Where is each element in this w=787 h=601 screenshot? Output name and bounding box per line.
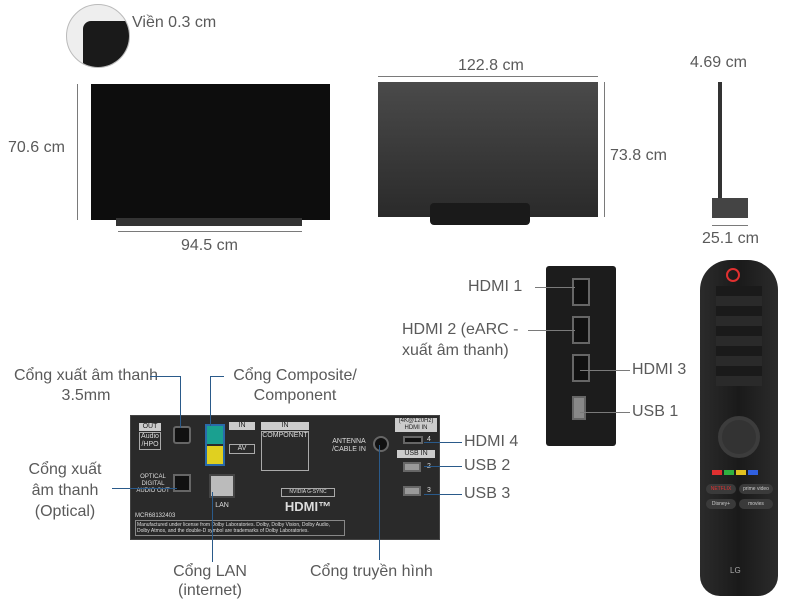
tv-back: [378, 82, 598, 217]
license-text: Manufactured under license from Dolby La…: [135, 520, 345, 536]
tv-front-stand: [116, 218, 302, 226]
remote-control: NETFLIX prime video Disney+ movies LG: [700, 260, 778, 596]
audio-out-label: Cổng xuất âm thanh: [13, 367, 159, 384]
tv-side: [718, 82, 722, 212]
hdmi1-label: HDMI 1: [468, 278, 523, 295]
in2-label: IN: [261, 422, 309, 430]
hdmi3-label: HDMI 3: [632, 361, 687, 378]
hdmi-logo: HDMI™: [284, 499, 332, 514]
bezel-label: Viền 0.3 cm: [132, 14, 217, 31]
hdmi4-number: 4: [427, 436, 431, 443]
usb-in-label: USB IN: [397, 450, 435, 458]
component-label: COMPONENT: [261, 431, 309, 471]
audio-out-label-2: 3.5mm: [61, 387, 111, 404]
av-label: AV: [229, 444, 255, 454]
bezel-zoom-circle: [66, 4, 130, 68]
front-stand-width-label: 94.5 cm: [181, 237, 238, 254]
in-label: IN: [229, 422, 255, 430]
usb2-number: 2: [427, 463, 431, 471]
composite-label-2: Component: [253, 387, 337, 404]
usb3-number: 3: [427, 487, 431, 494]
side-stand-label: 25.1 cm: [702, 230, 759, 247]
out-label: OUT: [139, 423, 161, 431]
back-port-panel: OUT Audio /HPO IN AV IN COMPONENT OPTICA…: [130, 415, 440, 540]
antenna-label: ANTENNA /CABLE IN: [332, 438, 366, 453]
lan-callout-label: Cổng LAN: [173, 563, 247, 580]
nvidia-gsync-logo: NVIDIA G-SYNC: [281, 488, 335, 497]
optical-label-3: (Optical): [34, 503, 96, 520]
hdmi-in-label: (4K@120Hz) HDMI IN: [395, 418, 437, 432]
remote-brand-logo: LG: [730, 566, 741, 575]
movies-button: movies: [739, 499, 773, 509]
usb2-label: USB 2: [464, 457, 511, 474]
hdmi2-label-2: xuất âm thanh): [402, 342, 509, 359]
side-depth-label: 4.69 cm: [690, 54, 747, 71]
hdmi4-label: HDMI 4: [464, 433, 519, 450]
lan-callout-label-2: (internet): [177, 582, 243, 599]
tv-front: [91, 84, 330, 220]
back-width-label: 122.8 cm: [458, 57, 524, 74]
front-height-label: 70.6 cm: [8, 139, 65, 156]
disney-button: Disney+: [706, 499, 736, 509]
usb3-label: USB 3: [464, 485, 511, 502]
composite-label: Cổng Composite/: [233, 367, 357, 384]
optical-label: OPTICAL DIGITAL AUDIO OUT: [136, 474, 170, 494]
audio-hpo-label: Audio /HPO: [139, 432, 161, 450]
back-height-label: 73.8 cm: [610, 147, 667, 164]
lan-label: LAN: [215, 502, 229, 509]
power-icon: [726, 268, 740, 282]
model-number: MCR68132403: [135, 513, 176, 519]
usb1-label: USB 1: [632, 403, 679, 420]
optical-label: Cổng xuất: [28, 461, 102, 478]
netflix-button: NETFLIX: [706, 484, 736, 494]
side-port-strip: [546, 266, 616, 446]
antenna-callout-label: Cổng truyền hình: [310, 563, 433, 580]
optical-label-2: âm thanh: [31, 482, 99, 499]
prime-button: prime video: [739, 484, 773, 494]
wheel-button: [718, 416, 760, 458]
hdmi2-label: HDMI 2 (eARC -: [402, 321, 519, 338]
